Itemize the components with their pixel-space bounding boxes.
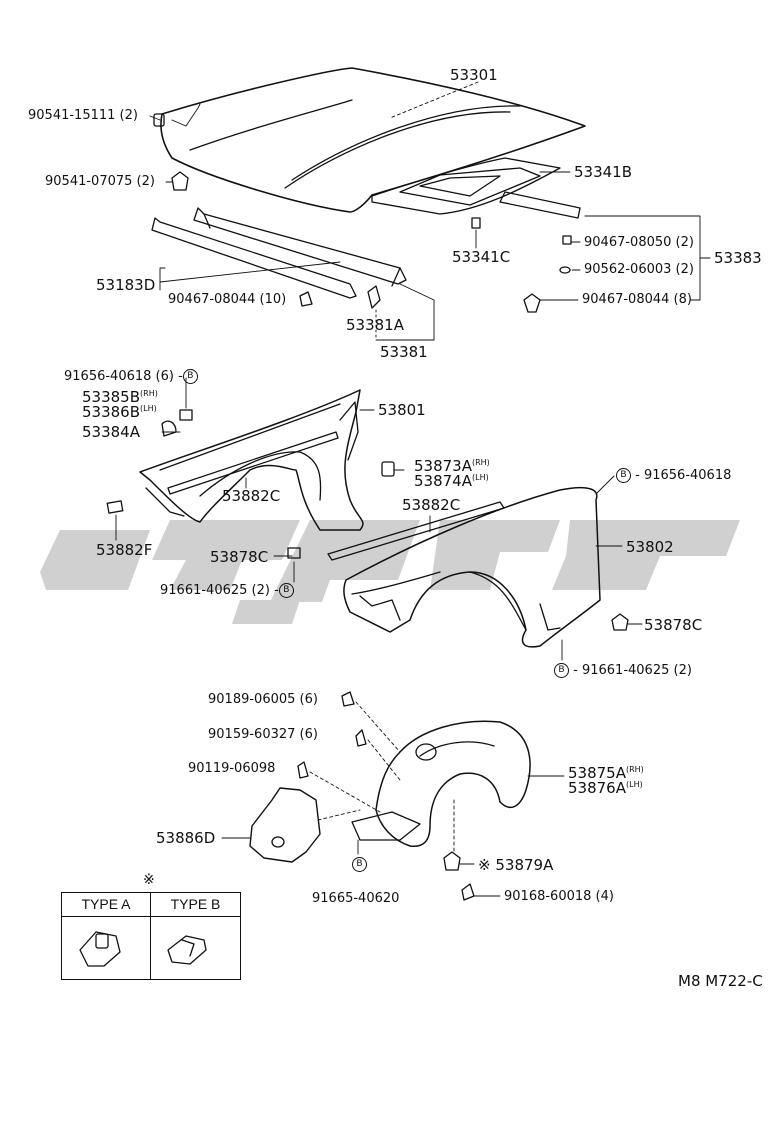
leader-lines-lower [221,701,565,897]
label-91656-40618: B - 91656-40618 [616,468,731,483]
label-90467-08044-10: 90467-08044 (10) [168,292,287,307]
label-91656-40618-6: 91656-40618 (6) -B [64,369,198,384]
fender-liner [351,720,531,848]
label-53801: 53801 [378,401,426,419]
label-53875A: 53875A(RH) [568,764,644,782]
label-91665-40620: 91665-40620 [312,891,400,906]
hood-lock-support [499,191,581,219]
label-53183D: 53183D [96,276,156,294]
label-53381: 53381 [380,343,428,361]
label-91661-40625-right: B - 91661-40625 (2) [554,663,692,678]
label-90189-06005: 90189-06005 (6) [208,692,318,707]
splash-shield [249,787,321,863]
label-90119-06098: 90119-06098 [188,761,276,776]
label-91661-40625-left: 91661-40625 (2) -B [160,583,294,598]
label-90541-15111: 90541-15111 (2) [28,108,138,123]
fender-right [343,486,601,648]
label-53876A: 53876A(LH) [568,779,643,797]
left-fender-clips [106,409,395,559]
label-53802: 53802 [626,538,674,556]
label-53878C-right: 53878C [644,616,703,634]
label-53301: 53301 [450,66,498,84]
label-53874A: 53874A(LH) [414,472,489,490]
label-53882C-right: 53882C [402,496,461,514]
label-53341C: 53341C [452,248,511,266]
type-table-mark: ※ [143,872,155,888]
fender-seal-right [327,501,505,561]
type-b-clip-drawing [167,935,207,965]
label-53882F: 53882F [96,541,153,559]
clip-tag-b: B [554,663,569,678]
label-53341B: 53341B [574,163,633,181]
type-table: TYPE A TYPE B [61,892,241,980]
label-53383: 53383 [714,249,762,267]
type-b-header: TYPE B [151,893,240,917]
label-53385B: 53385B(RH) [82,388,158,406]
label-90168-60018: 90168-60018 (4) [504,889,614,904]
fender-right-clip [611,613,629,631]
label-53878C-left: 53878C [210,548,269,566]
label-53879A: ※ 53879A [478,856,554,874]
hood-bumpers [153,113,572,313]
type-a-clip-drawing [79,931,121,967]
label-53873A: 53873A(RH) [414,457,490,475]
drawing-code: M8 M722-C [678,972,763,990]
label-53386B: 53386B(LH) [82,403,157,421]
label-53886D: 53886D [156,829,216,847]
clip-tag-b: B [616,468,631,483]
label-90159-60327: 90159-60327 (6) [208,727,318,742]
clip-tag-b-lower: B [352,857,367,872]
hood-panel [160,67,586,213]
label-90562-06003: 90562-06003 (2) [584,262,694,277]
label-90467-08044-8: 90467-08044 (8) [582,292,692,307]
fender-seal-left [167,431,339,495]
label-90541-07075: 90541-07075 (2) [45,174,155,189]
label-53384A: 53384A [82,423,140,441]
type-b-cell [151,917,240,979]
liner-fasteners [297,691,475,901]
label-90467-08050: 90467-08050 (2) [584,235,694,250]
hood-insulator [371,157,561,215]
label-53381A: 53381A [346,316,404,334]
clip-tag-b: B [278,583,294,598]
leader-lines-middle [115,377,643,661]
type-a-header: TYPE A [62,893,151,917]
leader-lines-upper [149,81,711,341]
hood-seal-rails [151,207,407,299]
clip-tag-b: B [182,369,198,384]
clip-tag-b: B [352,857,367,872]
type-a-cell [62,917,151,979]
label-53882C-left: 53882C [222,487,281,505]
